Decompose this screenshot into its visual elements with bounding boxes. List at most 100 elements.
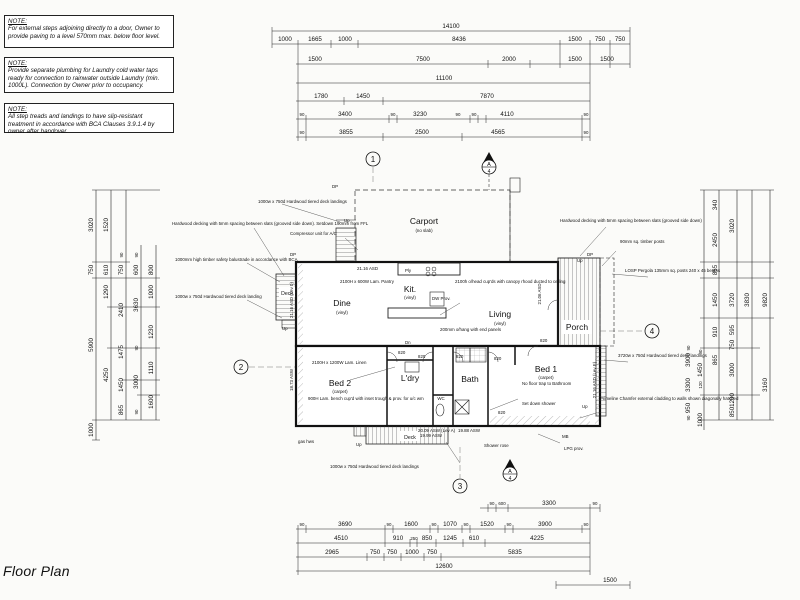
dim-label: 1000 bbox=[148, 285, 155, 299]
grid-marker-3: 3 bbox=[452, 478, 468, 494]
annotation-dp-right: DP bbox=[587, 252, 593, 257]
dim-label: 610 bbox=[103, 264, 110, 275]
dim-label: 90 bbox=[490, 501, 495, 506]
dim-label: 1780 bbox=[314, 93, 328, 100]
annotation-tiered-landing-top: 1000w x 750d Hardwood tiered deck landin… bbox=[258, 199, 348, 204]
dim-label: 90 bbox=[391, 112, 396, 117]
annotation-tiered-landing-bottom: 1000w x 750d Hardwood tiered deck landin… bbox=[330, 464, 420, 469]
grid-lines bbox=[249, 167, 644, 478]
dim-label: 865 bbox=[712, 354, 719, 365]
dim-label: 1600 bbox=[404, 521, 418, 528]
grid-label: 2 bbox=[239, 363, 244, 372]
room-carport: Carport bbox=[410, 216, 439, 226]
dim-label: 2450 bbox=[712, 233, 719, 247]
dim-label: 1200 bbox=[729, 393, 736, 407]
dim-label: 600 bbox=[133, 264, 140, 275]
dim-label: 1000 bbox=[278, 36, 292, 43]
grid-label: 3 bbox=[458, 482, 463, 491]
level-label: 18.73 ASW bbox=[289, 368, 294, 391]
room-bed2-sub: (carpet) bbox=[332, 389, 348, 394]
annotation-balustrade: 1000mm high timber safety balustrade in … bbox=[175, 257, 298, 262]
dim-label: 4110 bbox=[500, 111, 514, 118]
dim-label: 1290 bbox=[103, 285, 110, 299]
door-swings bbox=[386, 299, 559, 363]
dim-label: 1245 bbox=[443, 535, 457, 542]
dim-label: 120 bbox=[698, 381, 703, 389]
dim-label: 3300 bbox=[542, 500, 556, 507]
door-width: 820 bbox=[494, 356, 502, 361]
dim-label: 750 bbox=[615, 36, 626, 43]
annotation-compressor: Compressor unit for A/C bbox=[290, 231, 337, 236]
door-width: 820 bbox=[456, 354, 464, 359]
annotation-overhead-cupboards: 2100h o/head cup'ds with canopy rhood du… bbox=[455, 279, 566, 284]
annotation-dw-prov: DW Prov. bbox=[432, 296, 450, 301]
top-dimensions bbox=[271, 27, 631, 141]
dim-label: 750 bbox=[427, 549, 438, 556]
dim-label: 1500 bbox=[600, 56, 614, 63]
door-width: 820 bbox=[418, 354, 426, 359]
dim-label: 7500 bbox=[416, 56, 430, 63]
dim-label: 4565 bbox=[491, 129, 505, 136]
annotation-up-bottom: Up bbox=[356, 442, 362, 447]
dim-label: 595 bbox=[729, 324, 736, 335]
room-wc: WC bbox=[437, 396, 444, 401]
grid-marker-4: 4 bbox=[644, 323, 660, 339]
room-kit: Kit. bbox=[404, 284, 416, 294]
dim-label: 90 bbox=[686, 345, 691, 350]
dim-label: 1500 bbox=[568, 56, 582, 63]
door-width-labels: 820 820 820 820 820 820 bbox=[398, 338, 548, 415]
note-body: Provide separate plumbing for Laundry co… bbox=[8, 67, 160, 90]
dim-label: 90 bbox=[134, 252, 139, 257]
dim-label: 90 bbox=[472, 112, 477, 117]
dw-provision bbox=[429, 291, 445, 307]
note-heading: NOTE: bbox=[8, 60, 27, 67]
door-width: 820 bbox=[540, 338, 548, 343]
porch-label-bg bbox=[562, 320, 592, 334]
dim-label: 3000 bbox=[729, 363, 736, 377]
annotation-overhang: 200mm o/hang with end panels bbox=[440, 327, 502, 332]
level-label: 19.88 ASW bbox=[458, 428, 481, 433]
room-porch: Porch bbox=[566, 322, 588, 332]
annotation-pergola: LOSP Pergola 135mm sq. posts 240 x 45 be… bbox=[625, 268, 721, 273]
dim-label: 9820 bbox=[762, 293, 769, 307]
dim-label: 2965 bbox=[325, 549, 339, 556]
grid-label: 4 bbox=[650, 327, 655, 336]
kitchen-bench bbox=[387, 262, 461, 319]
room-kit-sub: (vinyl) bbox=[404, 295, 416, 300]
dim-label: 5835 bbox=[508, 549, 522, 556]
annotation-pantry: 2100H x 600W Lam. Pantry bbox=[340, 279, 395, 284]
dim-label: 90 bbox=[584, 130, 589, 135]
annotation-hardwood-decking-left: Hardwood decking with 5mm spacing betwee… bbox=[172, 221, 369, 226]
dim-label: 750 bbox=[370, 549, 381, 556]
dim-label: 90 bbox=[507, 522, 512, 527]
room-deck-left: Deck bbox=[281, 291, 293, 297]
grid-label: 1 bbox=[371, 155, 376, 164]
dim-label: 12600 bbox=[435, 563, 453, 570]
annotation-right-landing: 3720w x 750d Hardwood tiered deck landin… bbox=[618, 353, 708, 358]
dim-label: 90 bbox=[119, 252, 124, 257]
pergola bbox=[599, 257, 615, 347]
dim-label: 1450 bbox=[712, 293, 719, 307]
annotation-set-down-shower: Set down shower bbox=[522, 401, 556, 406]
annotation-laundry-bench: 900H Lam. bench cup'd with inset trough … bbox=[308, 396, 424, 401]
dim-label: 90 bbox=[584, 112, 589, 117]
note-slip-resistant: NOTE: All step treads and landings to ha… bbox=[4, 103, 174, 135]
dim-label: 1500 bbox=[603, 577, 617, 584]
room-living-sub: (vinyl) bbox=[494, 321, 506, 326]
dim-label: 7870 bbox=[480, 93, 494, 100]
level-label: 21.06 ASD bbox=[537, 284, 542, 305]
dim-label: 910 bbox=[712, 326, 719, 337]
dim-label: 910 bbox=[393, 535, 404, 542]
annotation-up-right-landing: Up bbox=[582, 404, 588, 409]
bottom-dimension-labels: 90 600 3300 90 90 3690 90 1600 90 1070 9… bbox=[300, 500, 618, 584]
internal-walls bbox=[296, 345, 600, 426]
leader-lines bbox=[246, 203, 649, 464]
dim-label: 1450 bbox=[118, 378, 125, 392]
left-dimensions bbox=[92, 189, 160, 441]
room-dine: Dine bbox=[333, 298, 351, 308]
level-label: 19.99 ASW bbox=[420, 433, 443, 438]
dim-label: 1000 bbox=[405, 549, 419, 556]
note-paving: NOTE: For external steps adjoining direc… bbox=[4, 15, 174, 48]
dim-label: 250 bbox=[410, 536, 418, 541]
